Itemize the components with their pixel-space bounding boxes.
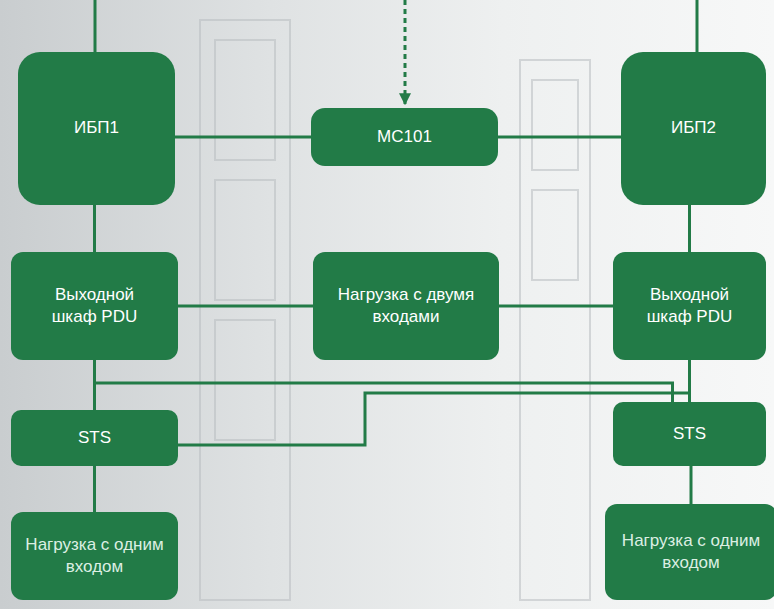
power-connector: [93, 205, 96, 252]
node-label: STS: [673, 423, 706, 445]
power-connector: [93, 466, 96, 512]
node-label: Нагрузка с одним входом: [613, 530, 769, 574]
node-label: STS: [78, 427, 111, 449]
ups-box: ИБП2: [621, 52, 766, 205]
node-label: Выходной шкаф PDU: [35, 284, 155, 328]
power-connector: [175, 136, 311, 139]
maintenance-switch-box: МС101: [311, 108, 498, 166]
node-label: Нагрузка с одним входом: [20, 534, 170, 578]
node-label: ИБП2: [671, 117, 716, 139]
node-label: Нагрузка с двумя входами: [321, 284, 491, 328]
power-connector: [690, 466, 693, 504]
node-label: ИБП1: [74, 117, 119, 139]
ups-box: ИБП1: [18, 52, 175, 205]
pdu-box: Выходной шкаф PDU: [11, 252, 178, 360]
power-connector: [499, 305, 613, 308]
input-line: [94, 0, 97, 52]
load-box: Нагрузка с двумя входами: [313, 252, 499, 360]
power-connector: [688, 205, 691, 252]
load-box: Нагрузка с одним входом: [605, 504, 774, 600]
power-connector: [498, 136, 621, 139]
sts-box: STS: [11, 410, 178, 466]
pdu-box: Выходной шкаф PDU: [613, 252, 766, 360]
power-connector: [688, 360, 691, 402]
power-connector: [178, 305, 313, 308]
load-box: Нагрузка с одним входом: [11, 512, 178, 600]
power-connector: [95, 360, 673, 402]
node-label: Выходной шкаф PDU: [630, 284, 750, 328]
dashed-arrow: [404, 0, 407, 104]
sts-box: STS: [613, 402, 766, 466]
node-label: МС101: [377, 126, 432, 148]
input-line: [696, 0, 699, 52]
